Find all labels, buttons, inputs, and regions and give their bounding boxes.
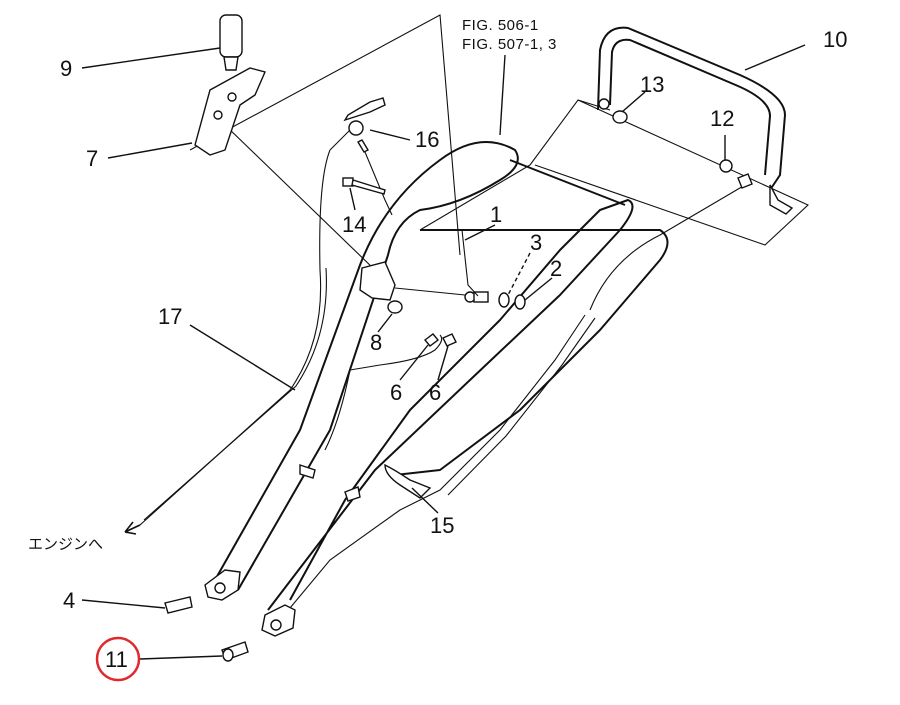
bolt-part-4 — [164, 596, 193, 614]
nut-part-12 — [719, 159, 733, 173]
lower-brackets — [204, 464, 361, 637]
callout-16: 16 — [415, 127, 439, 152]
callout-3: 3 — [530, 230, 542, 255]
ref-leader — [499, 54, 506, 136]
handle-tube — [214, 141, 669, 611]
nut-part-13 — [612, 110, 628, 124]
cables — [139, 127, 746, 621]
callout-9: 9 — [60, 56, 72, 81]
bolt-part-11 — [221, 641, 249, 662]
callout-6b: 6 — [429, 380, 441, 405]
nut-part-8 — [387, 300, 403, 314]
callout-8: 8 — [370, 330, 382, 355]
washer-part-3 — [498, 292, 510, 308]
callout-7: 7 — [86, 146, 98, 171]
knob-part-9 — [219, 14, 243, 71]
control-block — [359, 261, 489, 303]
bracket-part-7 — [194, 67, 266, 156]
rod-part-1 — [461, 229, 479, 297]
ref-fig-507: FIG. 507-1, 3 — [462, 36, 557, 53]
engine-label: エンジンへ — [28, 535, 103, 553]
guide-lines — [189, 14, 809, 271]
callout-6a: 6 — [390, 380, 402, 405]
nut-part-2 — [514, 294, 526, 310]
lever-part-16 — [343, 97, 386, 153]
cable-clamp — [737, 173, 753, 189]
callout-10: 10 — [823, 27, 847, 52]
callout-2: 2 — [550, 256, 562, 281]
callout-11: 11 — [105, 647, 128, 672]
engine-arrow — [124, 521, 141, 535]
leader-lines — [81, 44, 806, 660]
callout-12: 12 — [710, 106, 734, 131]
connectors-part-6 — [423, 333, 457, 347]
callout-4: 4 — [63, 588, 75, 613]
bolt-part-14 — [342, 177, 386, 195]
clip-part-15 — [384, 463, 432, 499]
bar-end-bolt — [598, 98, 610, 110]
callout-17: 17 — [158, 304, 182, 329]
upper-handle-bar — [597, 26, 794, 215]
callout-13: 13 — [640, 72, 664, 97]
ref-fig-506: FIG. 506-1 — [462, 17, 539, 34]
highlight-ring — [95, 636, 141, 682]
callout-1: 1 — [490, 202, 502, 227]
callout-15: 15 — [430, 513, 454, 538]
callout-14: 14 — [342, 212, 366, 237]
bar-end-fitting — [769, 184, 794, 215]
